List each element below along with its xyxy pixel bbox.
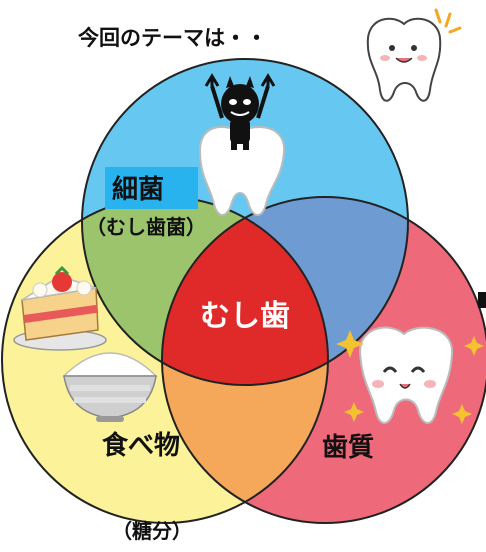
edge-marker	[478, 292, 486, 308]
cake-icon	[13, 265, 107, 351]
page-title: 今回のテーマは・・	[78, 26, 267, 50]
rice-bowl-icon	[62, 352, 158, 422]
tooth-quality-label: 歯質	[322, 433, 374, 463]
bacteria-label-highlight	[105, 167, 198, 209]
food-sublabel: （糖分）	[112, 519, 192, 543]
food-label: 食べ物	[102, 430, 180, 461]
overlap-center	[162, 197, 328, 385]
bacteria-label: 細菌	[112, 175, 164, 205]
germ-devil-icon	[198, 73, 286, 216]
tooth-character-icon	[366, 8, 462, 102]
center-label: むし歯	[200, 299, 290, 334]
bacteria-sublabel: （むし歯菌）	[86, 215, 206, 239]
smiling-tooth-icon	[336, 326, 484, 424]
